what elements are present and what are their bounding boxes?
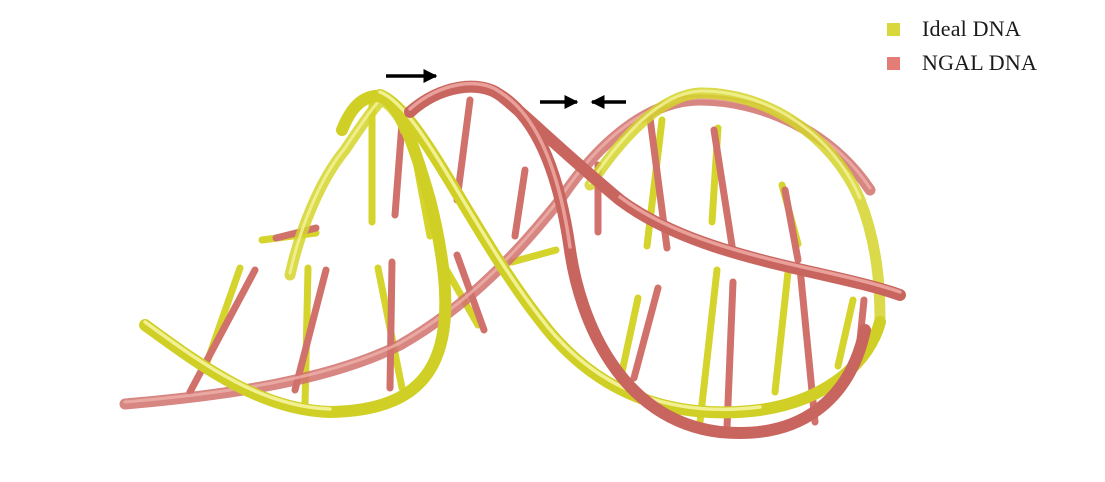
legend-item-ideal-dna: Ideal DNA <box>887 12 1037 46</box>
legend: Ideal DNA NGAL DNA <box>887 12 1037 80</box>
legend-label-ngal-dna: NGAL DNA <box>922 50 1037 76</box>
ideal-base-pair <box>775 272 788 392</box>
legend-swatch-ngal-dna <box>887 57 900 70</box>
ideal-base-pair <box>700 270 717 422</box>
ngal-base-pair <box>515 170 525 236</box>
legend-label-ideal-dna: Ideal DNA <box>922 16 1021 42</box>
ideal-base-pair <box>838 300 853 366</box>
legend-item-ngal-dna: NGAL DNA <box>887 46 1037 80</box>
ngal-base-pair <box>390 262 392 388</box>
legend-swatch-ideal-dna <box>887 23 900 36</box>
ngal-base-pair <box>727 282 733 428</box>
